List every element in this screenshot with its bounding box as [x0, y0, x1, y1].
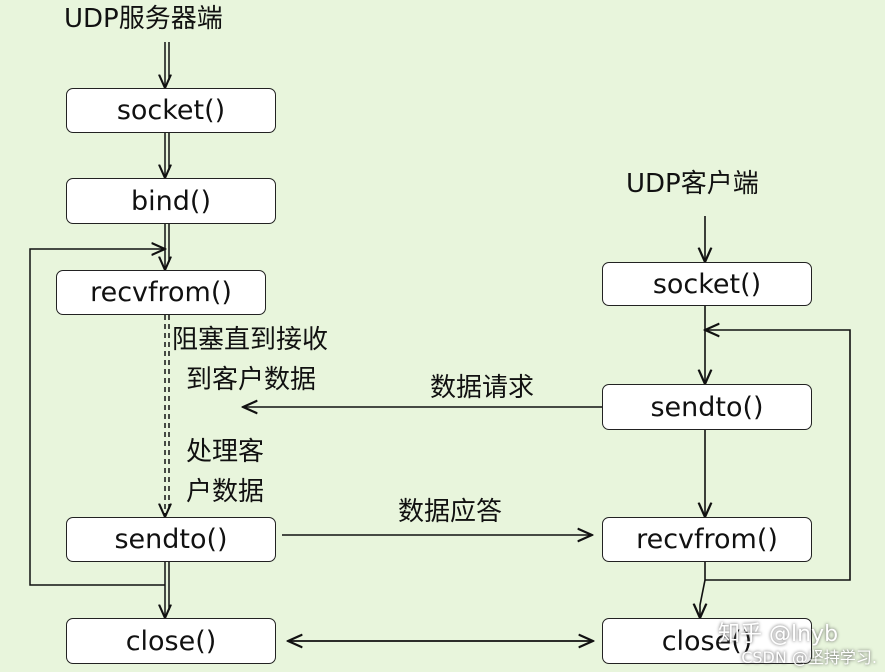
client-recvfrom-box: recvfrom() — [602, 517, 812, 562]
client-sendto-box: sendto() — [602, 384, 812, 430]
block-note-line2: 到客户数据 — [186, 365, 317, 395]
request-label: 数据请求 — [430, 373, 535, 403]
client-arrow-recvfrom-close — [700, 562, 705, 618]
server-close-box: close() — [66, 618, 276, 664]
server-recvfrom-box: recvfrom() — [56, 270, 266, 315]
server-arrow-bind-recvfrom — [165, 224, 169, 270]
reply-label: 数据应答 — [398, 497, 503, 527]
server-arrow-title-socket — [165, 42, 169, 88]
server-arrow-socket-bind — [165, 133, 169, 178]
client-title: UDP客户端 — [626, 169, 759, 199]
server-bind-box: bind() — [66, 178, 276, 224]
server-arrow-sendto-close — [165, 562, 169, 618]
client-socket-box: socket() — [602, 262, 812, 306]
block-note-line1: 阻塞直到接收 — [172, 325, 329, 355]
process-note-line1: 处理客 — [186, 437, 265, 467]
client-close-box: close() — [602, 618, 812, 664]
zhihu-watermark: 知乎 @lnyb — [718, 622, 839, 647]
server-arrow-recvfrom-sendto — [165, 315, 169, 517]
client-loop-line — [705, 330, 851, 581]
csdn-watermark: CSDN @坚持学习. — [741, 648, 877, 667]
server-socket-box: socket() — [66, 88, 276, 133]
server-sendto-box: sendto() — [66, 517, 276, 562]
server-title: UDP服务器端 — [64, 4, 223, 34]
process-note-line2: 户数据 — [186, 477, 265, 507]
server-loop-line — [29, 249, 165, 586]
